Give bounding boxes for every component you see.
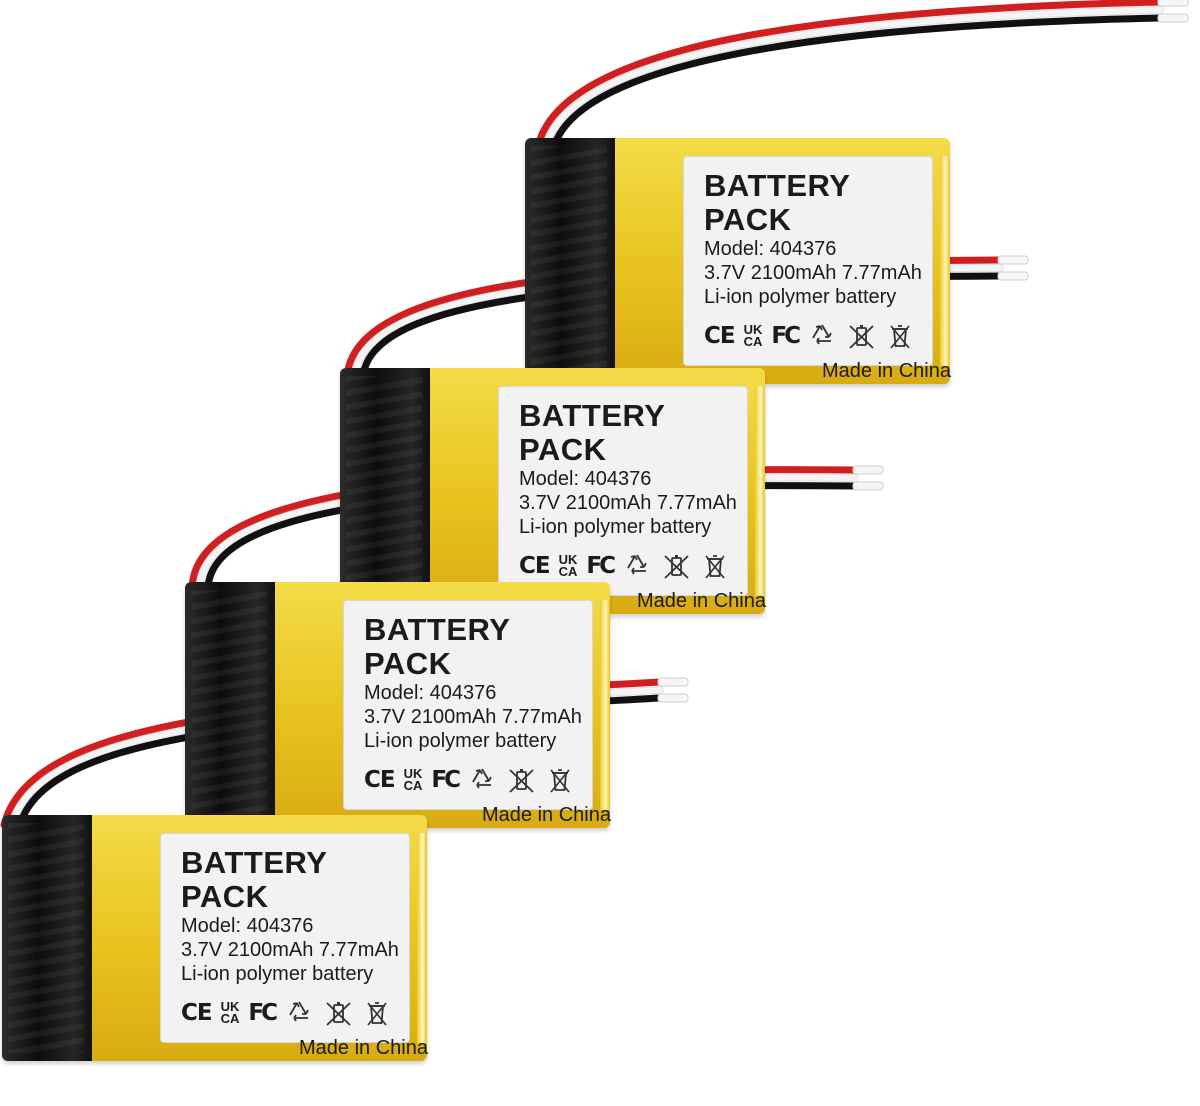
recycle-icon [284,998,314,1028]
label-model: Model: 404376 [704,238,837,260]
fcc-mark-icon: FC [771,323,801,349]
recycle-icon [467,765,497,795]
red-wire [533,0,1164,154]
wire-tip [997,255,1029,265]
white-wire [542,7,1163,153]
ukca-ca: CA [403,778,423,793]
ukca-ca: CA [743,334,763,349]
ukca-mark-icon: UK CA [220,999,240,1026]
weee-bin-icon [362,998,392,1028]
label-spec: 3.7V 2100mAh 7.77mAh [364,706,582,728]
label-spec: 3.7V 2100mAh 7.77mAh [704,262,922,284]
label-title: BATTERY PACK [364,612,510,681]
label-spec: 3.7V 2100mAh 7.77mAh [181,939,399,961]
ce-mark-icon: CE [519,553,551,579]
label-made-in: Made in China [822,360,951,382]
ukca-mark-icon: UK CA [743,323,763,349]
wire-tip [1157,0,1189,7]
black-wire [549,14,1164,154]
certification-marks: CE UK CA FC [519,549,747,583]
weee-bin-icon [700,551,730,581]
ce-mark-icon: CE [181,1000,213,1026]
label-title: BATTERY PACK [181,845,327,914]
battery-label: BATTERY PACK Model: 404376 3.7V 2100mAh … [498,386,766,612]
ukca-ca: CA [558,564,578,579]
battery-label: BATTERY PACK Model: 404376 3.7V 2100mAh … [343,600,611,826]
ukca-mark-icon: UK CA [558,553,578,579]
label-type: Li-ion polymer battery [704,286,897,308]
label-title: BATTERY PACK [519,398,665,467]
label-spec: 3.7V 2100mAh 7.77mAh [519,492,737,514]
label-model: Model: 404376 [181,915,314,937]
wire-tip [997,271,1029,281]
no-battery-disposal-icon [506,765,536,795]
fcc-mark-icon: FC [248,1000,278,1026]
battery-pack: BATTERY PACK Model: 404376 3.7V 2100mAh … [525,138,951,384]
no-battery-disposal-icon [846,321,876,351]
ukca-ca: CA [220,1011,240,1026]
weee-bin-icon [885,321,915,351]
lead-wires [533,0,1189,154]
battery-pack: BATTERY PACK Model: 404376 3.7V 2100mAh … [340,368,766,614]
battery-black-edge [2,815,92,1061]
label-type: Li-ion polymer battery [181,963,374,985]
certification-marks: CE UK CA FC [181,996,409,1030]
wire-tip [1157,13,1189,23]
battery-label: BATTERY PACK Model: 404376 3.7V 2100mAh … [160,833,428,1059]
fcc-mark-icon: FC [586,553,616,579]
battery-black-edge [185,582,275,828]
wire-tip [657,677,689,687]
recycle-icon [622,551,652,581]
label-type: Li-ion polymer battery [519,516,712,538]
ce-mark-icon: CE [364,767,396,793]
label-model: Model: 404376 [519,468,652,490]
fcc-mark-icon: FC [431,767,461,793]
recycle-icon [807,321,837,351]
label-title: BATTERY PACK [704,168,850,237]
battery-label: BATTERY PACK Model: 404376 3.7V 2100mAh … [683,156,951,382]
label-made-in: Made in China [482,804,611,826]
ce-mark-icon: CE [704,323,736,349]
wire-tip [852,481,884,491]
wire-tip [852,465,884,475]
weee-bin-icon [545,765,575,795]
wire-tip [657,693,689,703]
ukca-uk: UK [220,999,240,1014]
no-battery-disposal-icon [661,551,691,581]
battery-black-edge [340,368,430,614]
battery-pack: BATTERY PACK Model: 404376 3.7V 2100mAh … [2,815,428,1061]
no-battery-disposal-icon [323,998,353,1028]
label-made-in: Made in China [637,590,766,612]
label-type: Li-ion polymer battery [364,730,557,752]
battery-black-edge [525,138,615,384]
certification-marks: CE UK CA FC [704,319,932,353]
label-model: Model: 404376 [364,682,497,704]
ukca-mark-icon: UK CA [403,767,423,793]
label-made-in: Made in China [299,1037,428,1059]
certification-marks: CE UK CA FC [364,763,592,797]
battery-pack: BATTERY PACK Model: 404376 3.7V 2100mAh … [185,582,611,828]
